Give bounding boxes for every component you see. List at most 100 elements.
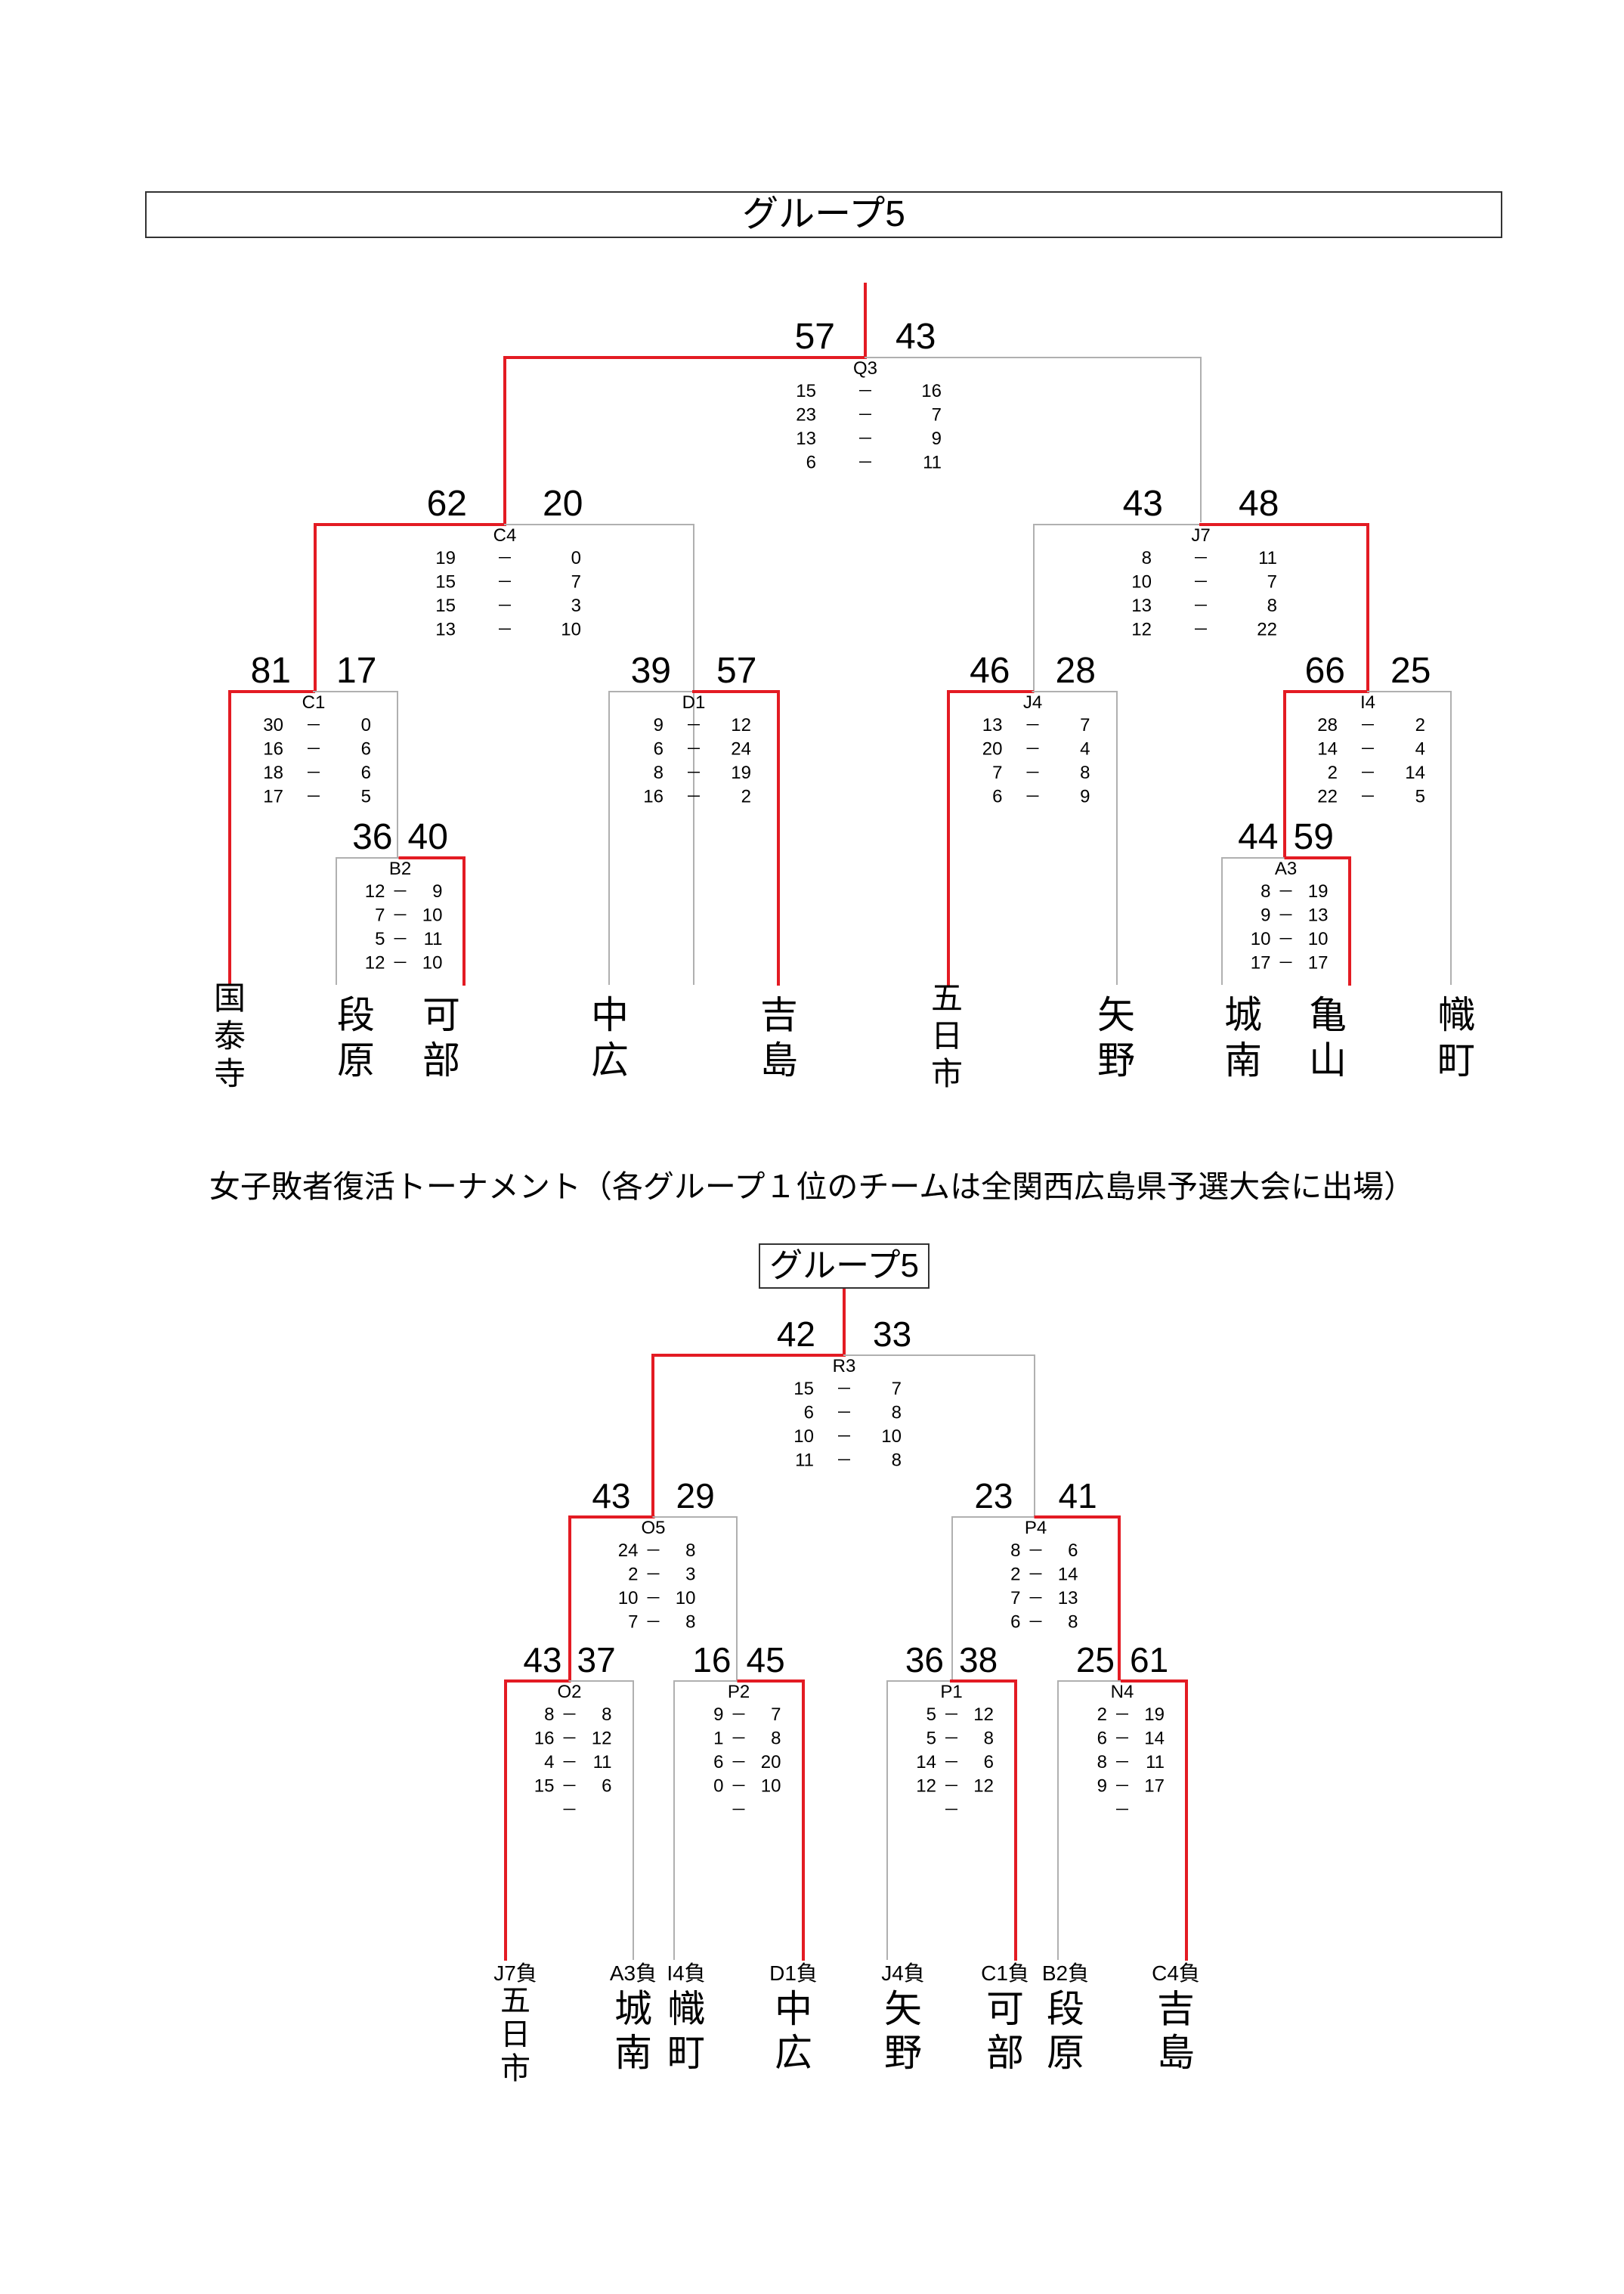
team-name-1: 寺 <box>214 1056 246 1091</box>
rep-entry-team-7: 原 <box>1047 2032 1084 2074</box>
match-c1-code: C1 <box>302 692 326 713</box>
rep-entry-team-8: 島 <box>1157 2032 1195 2074</box>
match-c4-set-left: 15 <box>435 596 456 616</box>
rep-entry-source-5: J4負 <box>881 1961 925 1985</box>
rep-match-p1-score-left: 36 <box>905 1640 944 1679</box>
rep-match-o2-set-left: 15 <box>534 1776 555 1797</box>
match-a3-score-left: 44 <box>1238 817 1278 857</box>
rep-entry-team-5: 野 <box>884 2032 922 2074</box>
repechage-group-title: グループ5 <box>759 1243 930 1289</box>
match-j7-set-dash: － <box>1192 573 1209 592</box>
rep-match-p2-set-right: 8 <box>771 1729 781 1749</box>
rep-match-o2-set-dash: － <box>561 1777 577 1796</box>
team-name-9: 亀 <box>1309 994 1347 1036</box>
match-q3-set-right: 11 <box>923 453 942 473</box>
match-i4-set-right: 4 <box>1415 739 1425 760</box>
match-j4-set-right: 8 <box>1080 763 1090 783</box>
match-d1-set-dash: － <box>685 740 702 759</box>
match-a3-score-right: 59 <box>1294 817 1334 857</box>
match-i4-set-right: 2 <box>1415 715 1425 735</box>
match-j7-score-right: 48 <box>1239 484 1279 524</box>
match-d1-set-right: 12 <box>731 715 751 735</box>
match-c4-set-right: 10 <box>561 620 581 640</box>
rep-match-p2-set-left: 0 <box>713 1776 723 1797</box>
rep-match-p1-set-dash: － <box>943 1753 960 1772</box>
rep-match-p4-set-dash: － <box>1027 1541 1044 1560</box>
match-q3-code: Q3 <box>853 358 877 379</box>
team-name-8: 城 <box>1224 994 1262 1036</box>
rep-match-n4-set-dash: － <box>1114 1705 1131 1724</box>
match-a3-set-left: 9 <box>1261 906 1270 926</box>
rep-entry-team-2: 城 <box>614 1988 652 2030</box>
match-j7-set-left: 13 <box>1131 596 1152 616</box>
match-c1-set-left: 30 <box>263 715 283 735</box>
rep-match-o5-set-dash: － <box>645 1613 661 1632</box>
match-d1-score-left: 39 <box>631 651 671 691</box>
match-d1-set-right: 19 <box>731 763 751 783</box>
rep-match-p4-code: P4 <box>1025 1518 1047 1538</box>
rep-match-o2-set-dash: － <box>561 1729 577 1748</box>
rep-match-p2-set-dash: － <box>730 1777 747 1796</box>
rep-match-p1-set-right: 6 <box>984 1752 994 1772</box>
rep-match-o2-code: O2 <box>557 1682 581 1702</box>
match-a3-set-dash: － <box>1277 930 1294 949</box>
match-d1-set-left: 9 <box>654 715 664 735</box>
match-d1-set-dash: － <box>685 716 702 735</box>
match-c4-set-left: 15 <box>435 572 456 593</box>
match-d1-code: D1 <box>682 692 706 713</box>
match-j7-set-dash: － <box>1192 549 1209 568</box>
rep-match-p4-set-right: 13 <box>1058 1588 1078 1608</box>
match-a3-set-right: 19 <box>1308 881 1329 902</box>
rep-match-r3-set-dash: － <box>836 1451 852 1470</box>
match-i4-code: I4 <box>1360 692 1375 713</box>
match-j7-set-left: 10 <box>1131 572 1152 593</box>
match-b2-set-right: 10 <box>422 906 443 926</box>
match-q3-set-right: 9 <box>932 429 942 449</box>
team-name-10: 町 <box>1437 1039 1475 1082</box>
rep-match-n4-set-right: 17 <box>1144 1776 1165 1797</box>
rep-entry-source-8: C4負 <box>1152 1961 1200 1985</box>
rep-match-o2-set-left: 16 <box>534 1729 555 1749</box>
match-c1-set-right: 5 <box>361 787 371 807</box>
match-i4-score-left: 66 <box>1305 651 1345 691</box>
match-j7-set-left: 12 <box>1131 620 1152 640</box>
match-j4-set-dash: － <box>1024 740 1041 759</box>
rep-match-n4-score-right: 61 <box>1130 1640 1168 1679</box>
rep-match-p1-set-dash: － <box>943 1777 960 1796</box>
rep-match-o2-set-right: 11 <box>593 1752 612 1772</box>
rep-match-o2-score-right: 37 <box>577 1640 616 1679</box>
team-name-3: 部 <box>422 1039 460 1082</box>
match-i4-set-left: 2 <box>1328 763 1338 783</box>
match-b2-code: B2 <box>389 859 411 879</box>
match-i4-set-dash: － <box>1360 740 1376 759</box>
match-d1-set-left: 16 <box>643 787 664 807</box>
match-a3-set-dash: － <box>1277 954 1294 973</box>
match-c1-set-right: 6 <box>361 763 371 783</box>
match-j7-set-right: 8 <box>1267 596 1277 616</box>
match-i4-score-right: 25 <box>1390 651 1431 691</box>
match-j4-score-right: 28 <box>1056 651 1096 691</box>
match-j7-set-right: 11 <box>1258 548 1277 568</box>
rep-entry-team-1: 日 <box>500 2018 531 2051</box>
rep-match-p1-set-left: 14 <box>916 1752 936 1772</box>
rep-entry-team-6: 部 <box>986 2032 1024 2074</box>
rep-entry-team-6: 可 <box>986 1988 1024 2030</box>
rep-match-p1-score-right: 38 <box>959 1640 998 1679</box>
match-a3-set-right: 13 <box>1308 906 1329 926</box>
rep-match-o2-set-left: 4 <box>544 1752 554 1772</box>
match-j4-set-dash: － <box>1024 763 1041 782</box>
rep-match-p1-set-right: 12 <box>973 1704 994 1725</box>
match-a3-set-dash: － <box>1277 882 1294 901</box>
rep-match-n4-code: N4 <box>1111 1682 1134 1702</box>
match-i4-set-right: 14 <box>1405 763 1425 783</box>
match-c1-set-right: 6 <box>361 739 371 760</box>
match-c4-code: C4 <box>493 525 517 546</box>
rep-match-o5-set-left: 10 <box>618 1588 639 1608</box>
rep-entry-team-4: 中 <box>775 1988 812 2030</box>
rep-match-p4-set-left: 2 <box>1010 1565 1020 1585</box>
rep-entry-team-8: 吉 <box>1157 1988 1195 2030</box>
rep-match-n4-score-left: 25 <box>1076 1640 1115 1679</box>
team-name-7: 野 <box>1097 1039 1135 1082</box>
team-name-4: 中 <box>591 994 629 1036</box>
team-name-4: 広 <box>591 1039 629 1082</box>
